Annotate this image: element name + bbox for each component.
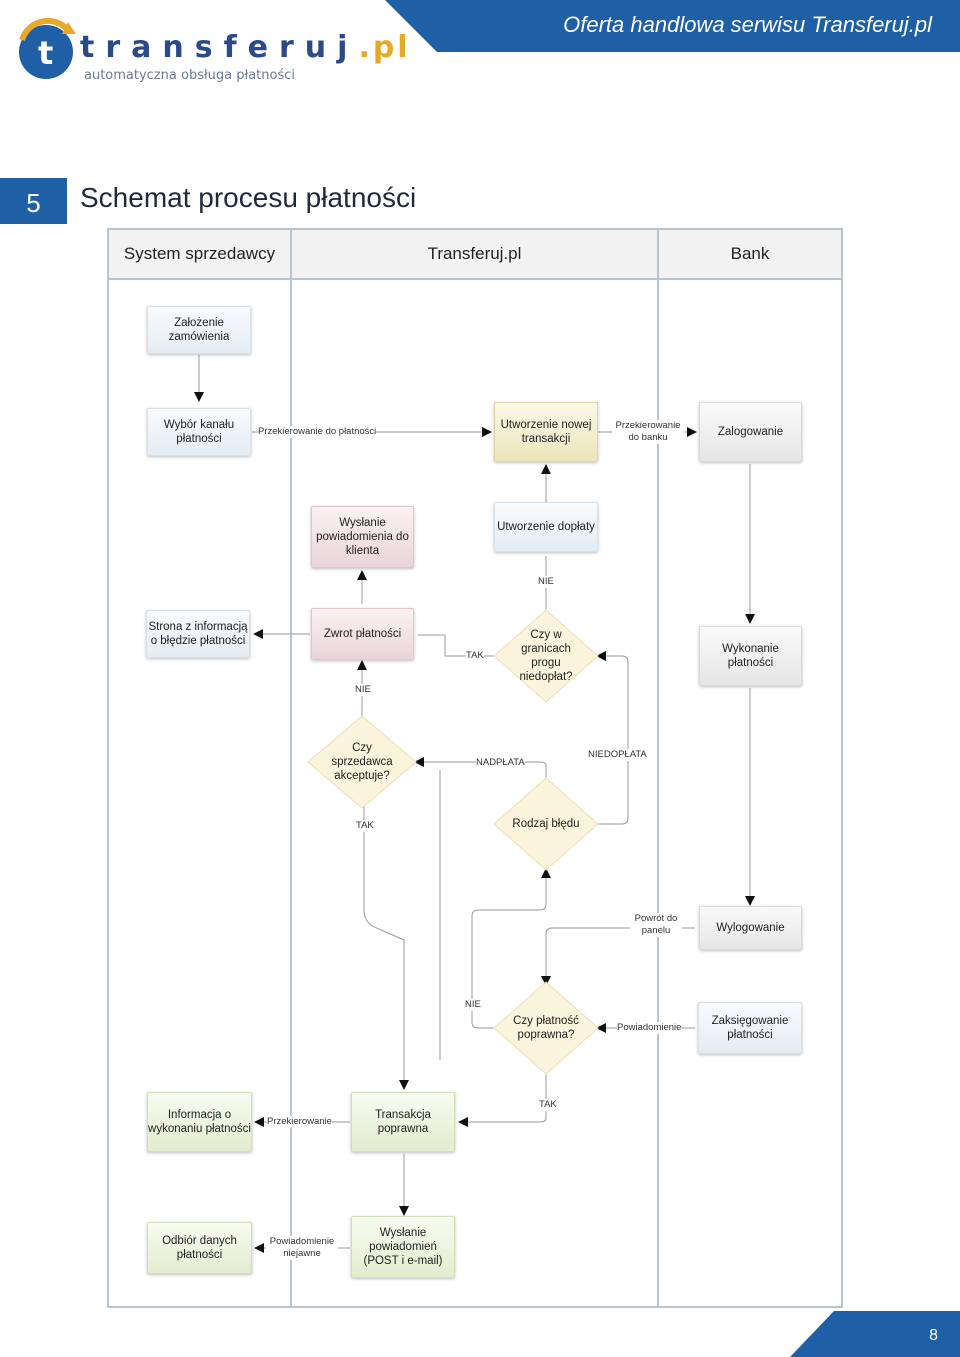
label-przekierowanie: Przekierowanie — [267, 1116, 332, 1128]
label-powiadomienie: Powiadomienie — [617, 1022, 682, 1034]
node-wylogowanie: Wylogowanie — [699, 906, 802, 950]
label-przekierowanie-platnosci: Przekierowanie do płatności — [258, 426, 377, 438]
lane-header-bank: Bank — [730, 244, 770, 263]
label-tak-sprzedawca: TAK — [356, 820, 374, 832]
node-transakcja-poprawna: Transakcja poprawna — [351, 1092, 455, 1152]
node-zaksiegowanie: Zaksięgowanie płatności — [698, 1002, 802, 1054]
node-rodzaj-bledu: Rodzaj błędu — [512, 818, 580, 830]
node-czy-platnosc-poprawna: Czy płatność poprawna? — [513, 1015, 579, 1041]
page-title: Schemat procesu płatności — [80, 182, 417, 213]
brand-logo-letter: t — [38, 34, 53, 72]
footer-band — [790, 1311, 960, 1357]
lane-header-transferuj: Transferuj.pl — [427, 244, 522, 263]
label-nadplata: NADPŁATA — [476, 757, 525, 769]
node-utworzenie-transakcji: Utworzenie nowej transakcji — [494, 402, 598, 462]
brand-tld: .pl — [358, 30, 411, 65]
node-wyslanie-powiadomien: Wysłanie powiadomień (POST i e-mail) — [351, 1216, 455, 1278]
node-wyslanie-powiadomienia-klienta: Wysłanie powiadomienia do klienta — [311, 506, 414, 568]
edge-rodzaj-sprzedawca — [414, 757, 547, 780]
swimlane-header-bar — [109, 230, 841, 278]
node-zwrot-platnosci: Zwrot płatności — [311, 608, 414, 660]
lane-header-system-sprzedawcy: System sprzedawcy — [123, 244, 276, 263]
brand-name: transferuj.pl — [80, 30, 411, 65]
diamond-czy-poprawna — [493, 981, 599, 1075]
node-wykonanie-platnosci: Wykonanie płatności — [699, 626, 802, 686]
label-tak-granice: TAK — [466, 650, 484, 662]
label-niedoplata: NIEDOPŁATA — [588, 749, 647, 761]
label-nie-poprawna: NIE — [465, 999, 481, 1011]
edge-rodzaj-granice — [596, 651, 629, 825]
label-tak-poprawna: TAK — [539, 1099, 557, 1111]
node-zalogowanie: Zalogowanie — [699, 402, 802, 462]
edge-poprawna-transakcja-poprawna — [458, 1072, 547, 1127]
node-utworzenie-doplaty: Utworzenie dopłaty — [494, 502, 598, 552]
header-title: Oferta handlowa serwisu Transferuj.pl — [563, 12, 932, 37]
edge-poprawna-rodzaj — [471, 868, 551, 1029]
node-zalozenie-zamowienia: Założenie zamówienia — [147, 306, 251, 354]
node-czy-w-granicach: Czy w granicach progu niedopłat? — [519, 629, 573, 683]
label-nie-doplata: NIE — [538, 576, 554, 588]
node-informacja-o-wykonaniu: Informacja o wykonaniu płatności — [147, 1092, 252, 1152]
label-nie-sprzedawca: NIE — [355, 684, 371, 696]
node-wybor-kanalu: Wybór kanału płatności — [147, 408, 251, 456]
brand-logo-icon: t — [19, 18, 76, 79]
node-odbior-danych: Odbiór danych płatności — [147, 1222, 252, 1274]
section-number: 5 — [0, 178, 67, 224]
diamond-czy-w-granicach — [493, 609, 599, 703]
node-czy-sprzedawca-akceptuje: Czy sprzedawca akceptuje? — [331, 742, 393, 782]
header-band — [385, 0, 960, 52]
label-przekierowanie-banku: Przekierowanie do banku — [612, 420, 684, 444]
page-number: 8 — [929, 1327, 938, 1344]
edge-sprzedawca-transakcja — [363, 805, 409, 1090]
diamond-czy-sprzedawca — [307, 715, 417, 809]
diamond-rodzaj-bledu — [493, 777, 599, 871]
edge-wylogowanie-poprawna — [541, 927, 695, 986]
label-powrot-do-panelu: Powrót do panelu — [630, 913, 682, 937]
label-powiadomienie-niejawne: Powiadomienie niejawne — [266, 1236, 338, 1260]
node-strona-bledu: Strona z informacją o błędzie płatności — [146, 610, 250, 658]
brand-tagline: automatyczna obsługa płatności — [84, 68, 295, 83]
brand-text: transferuj — [80, 30, 359, 65]
